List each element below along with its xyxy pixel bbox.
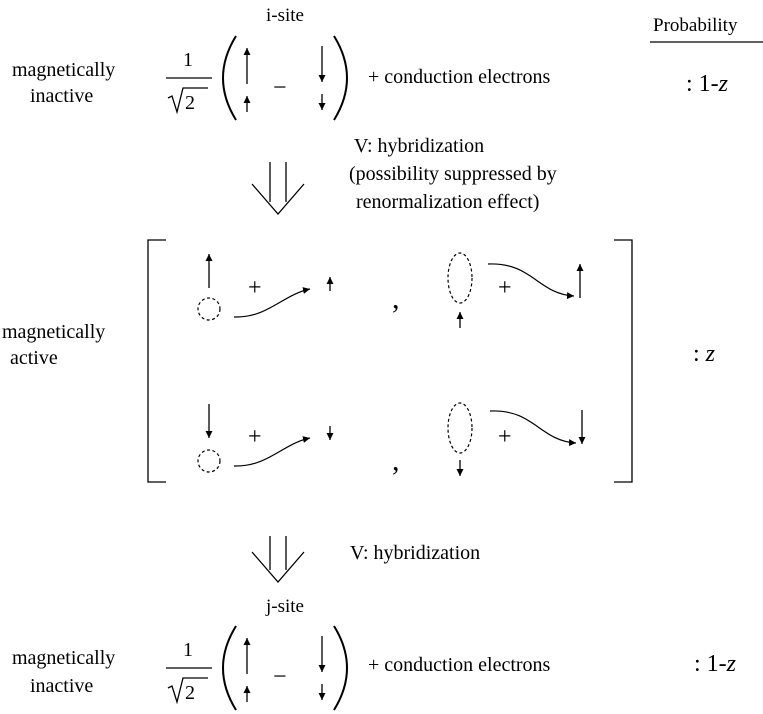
right-bracket bbox=[614, 239, 633, 483]
i-inactive-label-line1: magnetically bbox=[12, 59, 116, 81]
i-inactive-label-line2: inactive bbox=[30, 85, 94, 107]
active-label-line2: active bbox=[10, 347, 58, 369]
active-comma-1: , bbox=[392, 282, 400, 315]
i-coef-denominator: 2 bbox=[185, 92, 195, 114]
j-coef-denominator: 2 bbox=[185, 682, 195, 704]
double-down-arrow-1 bbox=[251, 162, 305, 215]
left-bracket bbox=[147, 239, 166, 483]
j-sqrt-sign bbox=[167, 677, 208, 705]
cfg4-double-orbital bbox=[447, 402, 473, 454]
double-down-arrow-2 bbox=[251, 536, 305, 583]
active-probability: : z bbox=[693, 341, 716, 367]
cfg1-hop-arrow bbox=[233, 287, 311, 318]
probability-header: Probability bbox=[653, 15, 738, 36]
j-inactive-label-line1: magnetically bbox=[12, 647, 116, 669]
j-coef-numerator: 1 bbox=[183, 639, 193, 661]
active-plus-3: + bbox=[248, 424, 262, 450]
step1-line1: V: hybridization bbox=[354, 135, 485, 157]
j-right-paren bbox=[333, 625, 348, 711]
i-minus-sign: − bbox=[273, 75, 287, 101]
step2-line1: V: hybridization bbox=[350, 542, 481, 564]
cfg3-hop-arrow bbox=[233, 436, 311, 467]
j-inactive-label-line2: inactive bbox=[30, 675, 94, 697]
cfg2-hop-arrow bbox=[487, 263, 575, 300]
j-minus-sign: − bbox=[273, 664, 287, 690]
i-right-paren bbox=[333, 35, 348, 121]
cfg1-empty-orbital bbox=[197, 297, 221, 321]
step1-line3: renormalization effect) bbox=[356, 191, 540, 213]
i-site-label: i-site bbox=[266, 5, 304, 26]
j-site-label: j-site bbox=[266, 596, 304, 617]
cfg4-hop-arrow bbox=[489, 410, 577, 447]
active-plus-1: + bbox=[248, 275, 262, 301]
i-coef-numerator: 1 bbox=[183, 49, 193, 71]
cfg3-empty-orbital bbox=[197, 449, 221, 473]
i-probability: : 1-z bbox=[686, 71, 729, 97]
active-plus-2: + bbox=[498, 275, 512, 301]
active-label-line1: magnetically bbox=[2, 321, 106, 343]
active-plus-4: + bbox=[498, 424, 512, 450]
cfg2-double-orbital bbox=[447, 252, 473, 304]
j-left-paren bbox=[222, 625, 237, 711]
i-left-paren bbox=[222, 35, 237, 121]
step1-line2: (possibility suppressed by bbox=[349, 163, 557, 185]
j-probability: : 1-z bbox=[694, 651, 737, 677]
j-conduction-electrons: + conduction electrons bbox=[368, 654, 551, 676]
i-sqrt-sign bbox=[167, 87, 208, 115]
active-comma-2: , bbox=[392, 444, 400, 477]
i-conduction-electrons: + conduction electrons bbox=[368, 66, 551, 88]
